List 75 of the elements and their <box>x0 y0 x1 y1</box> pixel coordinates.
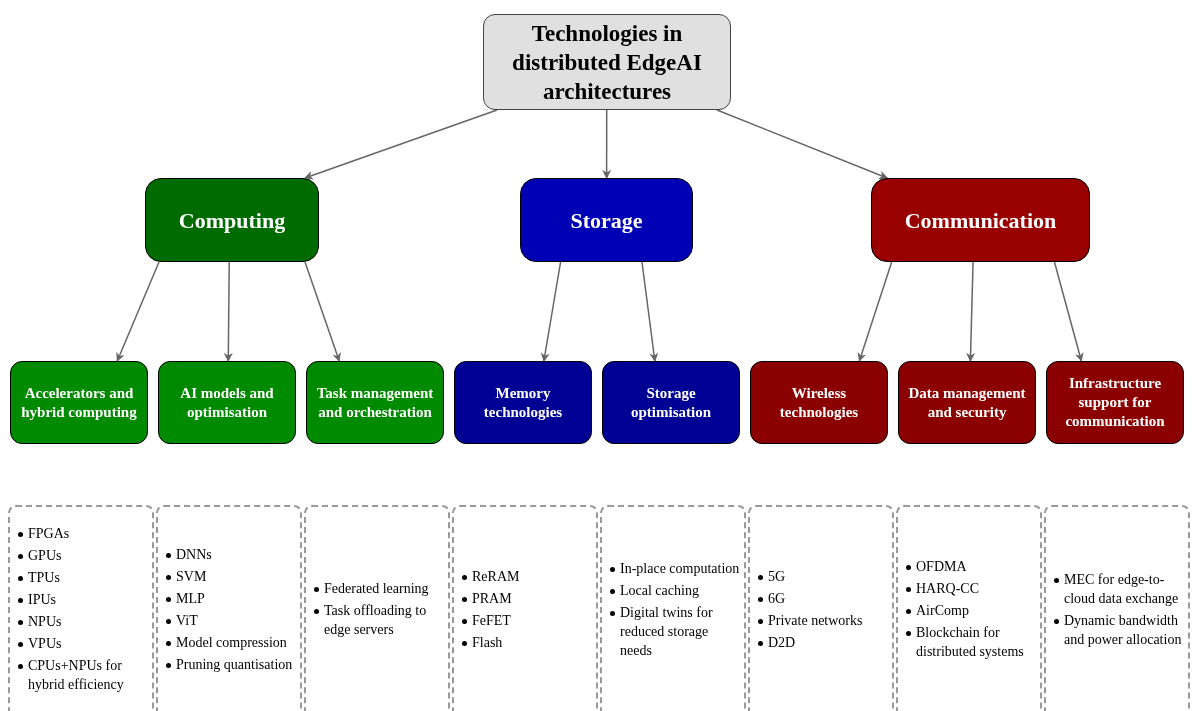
bullet-item: In-place computation <box>620 559 740 578</box>
bullet-item: HARQ-CC <box>916 580 979 598</box>
bullet-item: Dynamic bandwidth and power allocation <box>1064 611 1183 649</box>
bullet-item: Digital twins for reduced storage needs <box>620 603 714 660</box>
category-box <box>520 178 693 262</box>
bullet-item: Federated learning <box>324 580 429 598</box>
bullet-item: SVM <box>176 567 207 586</box>
arrow <box>602 109 612 179</box>
bullet-item: MEC for edge-to-cloud data exchange <box>1064 570 1180 608</box>
bullet-item: ViT <box>176 611 198 630</box>
category-title: Computing <box>178 206 286 235</box>
subcategory-box <box>306 361 444 444</box>
bullet-item: MLP <box>176 589 205 608</box>
bullet-item: 5G <box>768 567 786 586</box>
dashed-list-box <box>8 505 154 711</box>
root-box <box>483 14 731 110</box>
arrow <box>966 261 976 362</box>
bullet-item: Blockchain for distributed systems <box>916 624 1025 661</box>
bullet-item: FPGAs <box>28 525 70 543</box>
subcategory-box <box>1046 361 1184 444</box>
dashed-list-box <box>304 505 450 711</box>
bullet-item: Task offloading to edge servers <box>324 602 428 639</box>
category-title: Communication <box>904 206 1057 235</box>
bullet-item: D2D <box>768 633 796 652</box>
category-box <box>871 178 1090 262</box>
subcategory-box <box>750 361 888 444</box>
subcategory-title: Memory technologies <box>482 383 564 422</box>
subcategory-title: AI models and optimisation <box>179 383 275 422</box>
arrow <box>540 261 562 362</box>
bullet-item: 6G <box>768 589 786 608</box>
subcategory-title: Wireless technologies <box>778 383 860 422</box>
arrow <box>304 261 341 362</box>
arrow <box>116 261 160 362</box>
bullet-item: CPUs+NPUs for hybrid efficiency <box>28 657 125 694</box>
bullet-item: TPUs <box>28 569 60 587</box>
bullet-item: Pruning quantisation <box>176 655 293 674</box>
bullet-item: FeFET <box>472 611 511 630</box>
dashed-list-box <box>452 505 598 711</box>
bullet-item: DNNs <box>176 545 212 564</box>
bullet-item: Flash <box>472 633 503 652</box>
dashed-list-box <box>896 505 1042 711</box>
bullet-item: Local caching <box>620 581 699 600</box>
arrow <box>223 261 233 362</box>
category-title: Storage <box>570 206 643 235</box>
arrow <box>857 261 893 362</box>
subcategory-title: Data management and security <box>907 383 1027 422</box>
category-box <box>145 178 319 262</box>
dashed-list-box <box>1044 505 1190 711</box>
bullet-item: NPUs <box>28 613 62 631</box>
subcategory-title: Storage optimisation <box>630 383 712 422</box>
bullet-item: PRAM <box>472 589 512 608</box>
bullet-item: Model compression <box>176 633 287 652</box>
arrow <box>716 109 888 180</box>
root-title: Technologies in distributed EdgeAI architectures <box>511 19 703 106</box>
bullet-item: GPUs <box>28 547 62 565</box>
subcategory-title: Task management and orchestration <box>315 383 435 422</box>
dashed-list-box <box>600 505 746 711</box>
subcategory-box <box>10 361 148 444</box>
subcategory-box <box>454 361 592 444</box>
bullet-item: AirComp <box>916 602 969 620</box>
subcategory-box <box>158 361 296 444</box>
dashed-list-box <box>748 505 894 711</box>
subcategory-box <box>602 361 740 444</box>
bullet-item: Private networks <box>768 611 863 630</box>
arrow <box>1053 261 1084 362</box>
arrow <box>304 109 498 180</box>
subcategory-box <box>898 361 1036 444</box>
subcategory-title: Infrastructure support for communication <box>1064 374 1166 431</box>
bullet-item: VPUs <box>28 635 62 653</box>
dashed-list-box <box>156 505 302 711</box>
bullet-item: IPUs <box>28 591 56 609</box>
subcategory-title: Accelerators and hybrid computing <box>20 383 138 422</box>
bullet-item: ReRAM <box>472 567 520 586</box>
bullet-item: OFDMA <box>916 558 967 576</box>
arrow <box>641 261 659 362</box>
